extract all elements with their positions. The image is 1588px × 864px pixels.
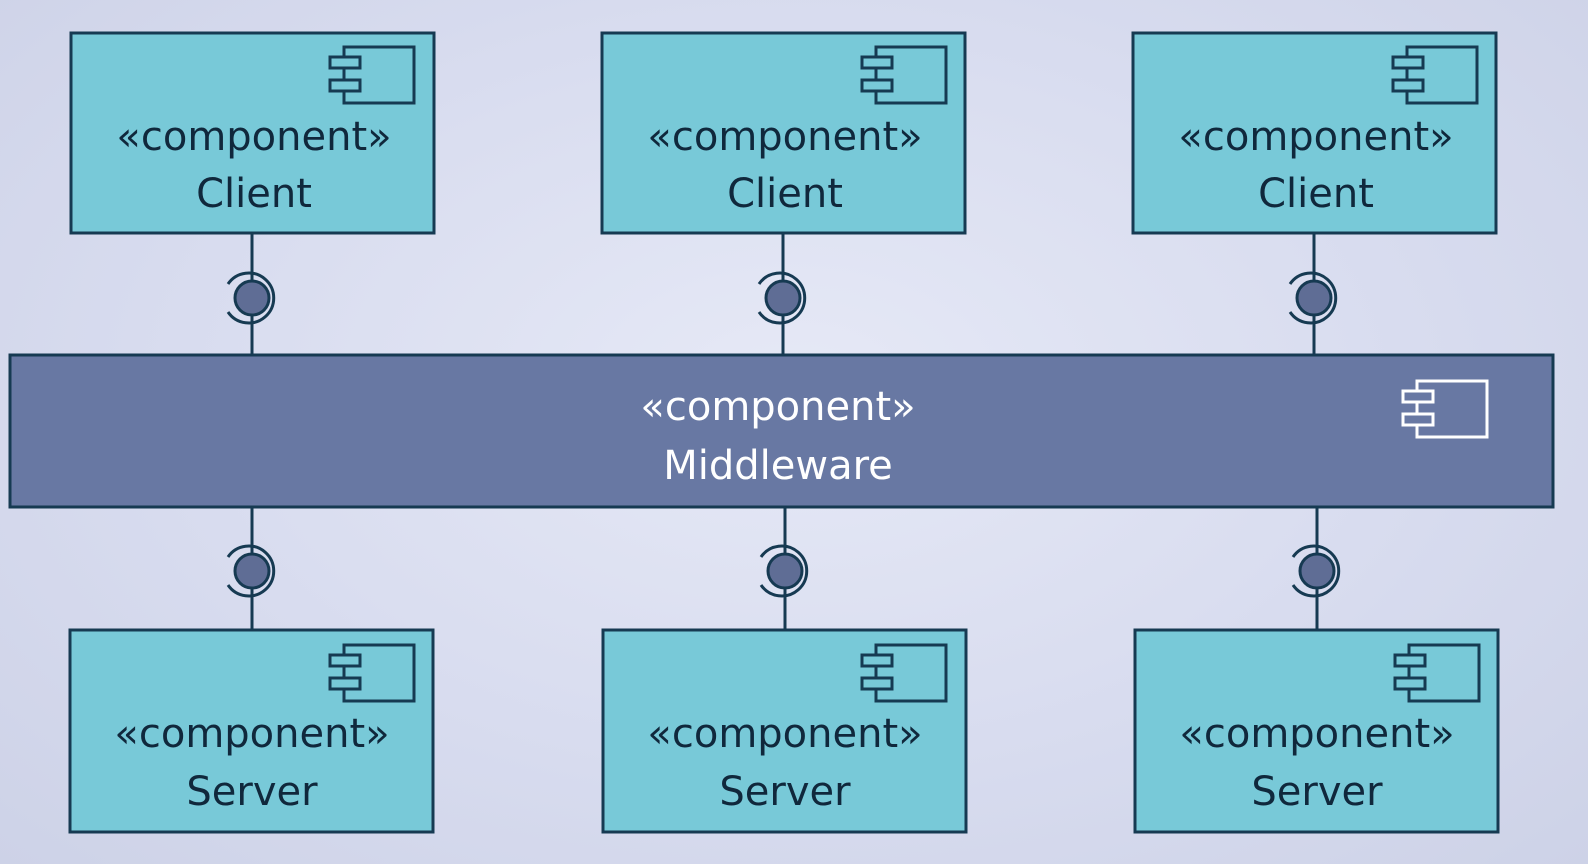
component-name: Server bbox=[186, 769, 318, 815]
middleware-name: Middleware bbox=[663, 443, 893, 489]
component-stereotype: «component» bbox=[116, 114, 391, 160]
component-stereotype: «component» bbox=[647, 711, 922, 757]
component-name: Client bbox=[1258, 171, 1374, 217]
middleware-component[interactable]: «component» Middleware bbox=[8, 353, 1555, 509]
component-stereotype: «component» bbox=[114, 711, 389, 757]
client-connector-1 bbox=[226, 233, 276, 355]
interface-ball bbox=[1295, 279, 1333, 317]
server-component-2[interactable]: «component» Server bbox=[601, 628, 968, 834]
interface-ball bbox=[233, 552, 271, 590]
component-icon bbox=[1391, 45, 1479, 105]
client-connector-2 bbox=[757, 233, 807, 355]
middleware-stereotype: «component» bbox=[640, 384, 915, 430]
server-connector-1 bbox=[226, 507, 276, 630]
server-component-3[interactable]: «component» Server bbox=[1133, 628, 1500, 834]
component-icon bbox=[860, 643, 948, 703]
component-icon bbox=[1401, 379, 1489, 439]
interface-ball bbox=[764, 279, 802, 317]
interface-ball bbox=[1298, 552, 1336, 590]
client-connector-3 bbox=[1288, 233, 1338, 355]
component-name: Client bbox=[727, 171, 843, 217]
component-stereotype: «component» bbox=[647, 114, 922, 160]
interface-ball bbox=[233, 279, 271, 317]
server-connector-3 bbox=[1291, 507, 1341, 630]
client-component-1[interactable]: «component» Client bbox=[69, 31, 436, 235]
client-component-3[interactable]: «component» Client bbox=[1131, 31, 1498, 235]
interface-ball bbox=[766, 552, 804, 590]
component-name: Server bbox=[719, 769, 851, 815]
component-icon bbox=[860, 45, 948, 105]
component-icon bbox=[328, 643, 416, 703]
component-stereotype: «component» bbox=[1178, 114, 1453, 160]
server-component-1[interactable]: «component» Server bbox=[68, 628, 435, 834]
component-icon bbox=[1393, 643, 1481, 703]
component-name: Client bbox=[196, 171, 312, 217]
component-name: Server bbox=[1251, 769, 1383, 815]
server-connector-2 bbox=[759, 507, 809, 630]
client-component-2[interactable]: «component» Client bbox=[600, 31, 967, 235]
component-stereotype: «component» bbox=[1179, 711, 1454, 757]
component-icon bbox=[328, 45, 416, 105]
